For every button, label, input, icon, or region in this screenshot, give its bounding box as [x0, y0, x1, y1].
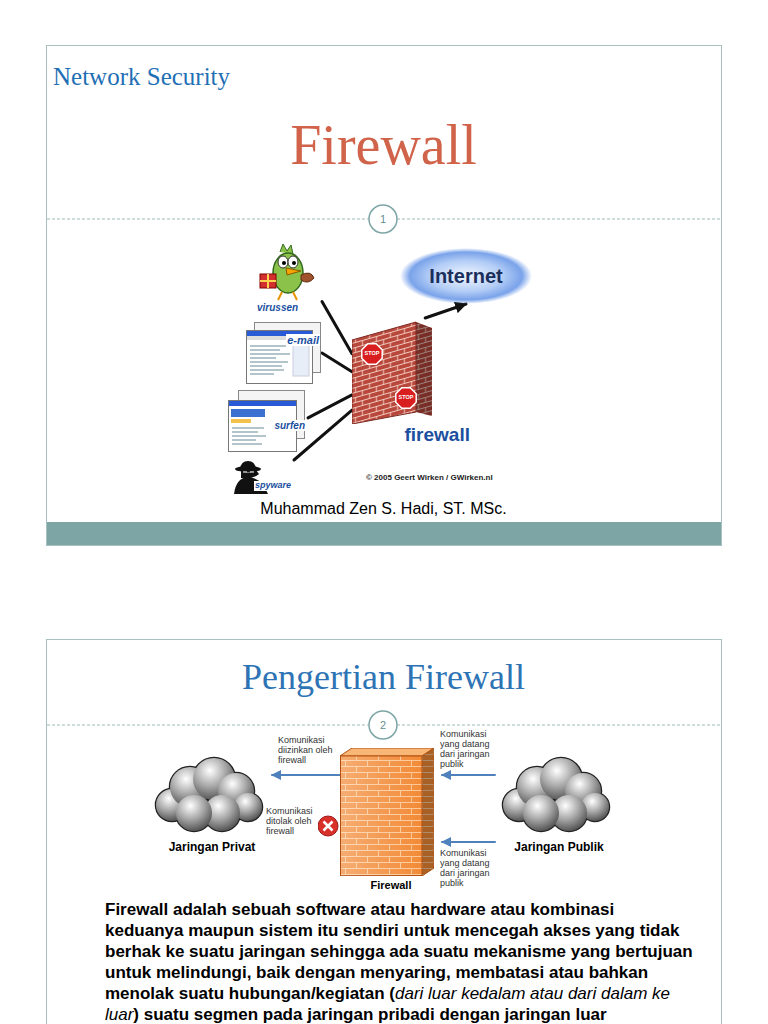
slide-number: 1	[380, 214, 386, 225]
firewall-wall: firewall	[352, 318, 470, 446]
author-name: Muhammad Zen S. Hadi, ST. MSc.	[46, 499, 721, 518]
arrow-label: Komunikasi yang datang dari jaringan pub…	[440, 848, 500, 888]
node-label: spyware	[254, 481, 292, 491]
firewall-wall-shape	[352, 318, 436, 424]
node-label: Firewall	[340, 879, 442, 892]
connector-line	[322, 302, 352, 354]
node-label: e-mail	[286, 334, 320, 346]
definition-paragraph: Firewall adalah sebuah software atau har…	[105, 899, 697, 1024]
stop-sign-text: STOP	[399, 395, 414, 401]
stop-sign-text: STOP	[365, 351, 380, 357]
connector-line	[425, 304, 466, 318]
virus-icon: virussen	[250, 244, 322, 316]
node-label: Jaringan Publik	[495, 840, 623, 854]
traffic-arrow	[272, 774, 340, 776]
copyright-note: © 2005 Geert Wirken / GWirken.nl	[366, 473, 493, 483]
arrow-label: Komunikasi yang datang dari jaringan pub…	[440, 729, 500, 769]
network-cloud: Jaringan Privat	[152, 755, 272, 855]
traffic-arrow	[442, 841, 495, 843]
firewall-wall: Firewall	[340, 748, 442, 894]
browser-icon: surfen	[228, 390, 308, 452]
firewall-wall-shape	[340, 748, 434, 876]
slide-header: Network Security	[53, 62, 230, 92]
node-label: Internet	[429, 265, 502, 287]
node-label: Jaringan Privat	[152, 840, 272, 854]
blocked-note: Komunikasi ditolak oleh firewall	[266, 806, 318, 836]
slide-number: 2	[380, 720, 386, 731]
connector-line	[322, 353, 352, 372]
arrow-label: Komunikasi diizinkan oleh firewall	[278, 735, 336, 765]
slide-title: Pengertian Firewall	[46, 656, 721, 699]
network-cloud-shape	[152, 755, 264, 835]
slide-title: Firewall	[46, 112, 721, 179]
virus-icon-shape	[250, 244, 320, 302]
spyware-icon: spyware	[232, 460, 294, 494]
network-cloud: Jaringan Publik	[495, 755, 623, 855]
email-icon: e-mail	[246, 322, 322, 384]
internet-cloud: Internet	[400, 248, 532, 304]
node-label: virussen	[256, 302, 299, 313]
traffic-arrow	[442, 774, 495, 776]
network-cloud-shape	[499, 755, 611, 835]
paragraph-text: ) suatu segmen pada jaringan pribadi den…	[133, 1005, 606, 1024]
node-label: firewall	[405, 424, 470, 446]
node-label: surfen	[273, 420, 306, 431]
email-icon-shape	[246, 322, 322, 384]
